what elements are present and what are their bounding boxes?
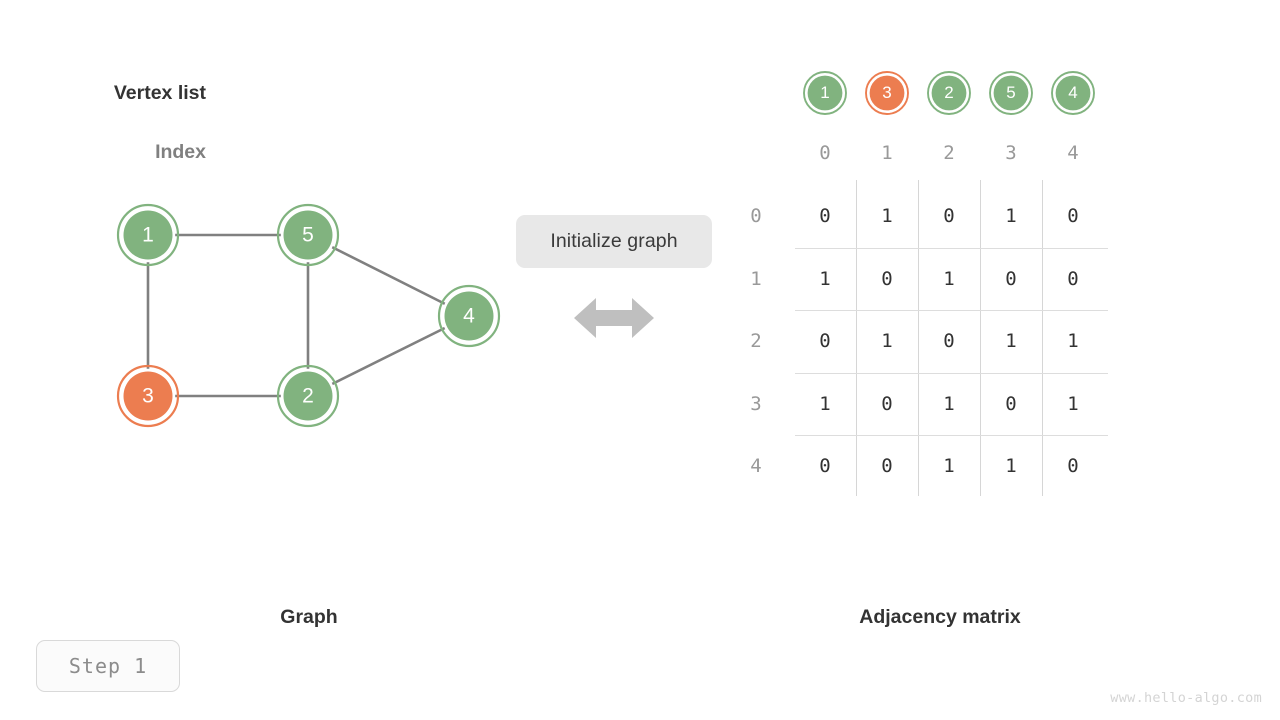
double-arrow-icon: [516, 295, 712, 341]
matrix-cell: 0: [881, 393, 893, 415]
matrix-cell: 1: [943, 455, 955, 477]
matrix-grid-hline: [795, 435, 1108, 436]
matrix-cell: 1: [1005, 205, 1017, 227]
matrix-grid-hline: [795, 372, 1108, 374]
graph-node: [276, 203, 340, 267]
row-index: 1: [750, 268, 762, 290]
matrix-cell: 1: [1067, 393, 1079, 415]
matrix-cell: 0: [881, 455, 893, 477]
row-index: 0: [750, 205, 762, 227]
vertex-list-item: [1051, 71, 1095, 115]
vertex-list-label: Vertex list: [113, 82, 206, 104]
row-index: 4: [750, 455, 762, 477]
matrix-cell: 1: [1067, 330, 1079, 352]
matrix-cell: 0: [943, 205, 955, 227]
matrix-cell: 0: [819, 455, 831, 477]
matrix-cell: 0: [1067, 455, 1079, 477]
matrix-cell: 0: [819, 330, 831, 352]
matrix-cell: 1: [943, 268, 955, 290]
step-indicator: Step 1: [36, 640, 180, 692]
transform-indicator: Initialize graph: [516, 215, 712, 341]
matrix-cell: 0: [1005, 393, 1017, 415]
matrix-cell: 1: [1005, 455, 1017, 477]
graph-node: [437, 284, 501, 348]
matrix-cell: 1: [819, 393, 831, 415]
graph-svg: [116, 203, 501, 428]
matrix-grid-vline: [1042, 180, 1043, 496]
matrix-grid-vline: [980, 180, 981, 496]
matrix-cell: 1: [881, 330, 893, 352]
column-index: 0: [819, 142, 831, 164]
matrix-grid-vline: [856, 180, 857, 496]
column-index: 3: [1005, 142, 1017, 164]
adjacency-matrix-caption: Adjacency matrix: [859, 606, 1021, 628]
matrix-cell: 0: [881, 268, 893, 290]
matrix-cell: 0: [819, 205, 831, 227]
vertex-list-item: [803, 71, 847, 115]
matrix-cell: 0: [1067, 205, 1079, 227]
column-index: 1: [881, 142, 893, 164]
matrix-grid-hline: [795, 310, 1108, 311]
matrix-cell: 0: [1067, 268, 1079, 290]
matrix-grid-vline: [918, 180, 919, 496]
matrix-cell: 1: [1005, 330, 1017, 352]
graph-caption: Graph: [280, 606, 338, 628]
column-index: 2: [943, 142, 955, 164]
row-index: 3: [750, 393, 762, 415]
graph-node: [116, 364, 180, 428]
graph-node-layer: [116, 203, 501, 428]
matrix-cell: 0: [943, 330, 955, 352]
matrix-cell: 1: [819, 268, 831, 290]
vertex-list-item: [865, 71, 909, 115]
index-label: Index: [155, 141, 206, 163]
graph-node: [116, 203, 180, 267]
vertex-list-item: [989, 71, 1033, 115]
matrix-cell: 1: [943, 393, 955, 415]
vertex-list-item: [927, 71, 971, 115]
column-index: 4: [1067, 142, 1079, 164]
matrix-grid-hline: [795, 247, 1108, 249]
watermark: www.hello-algo.com: [1110, 690, 1262, 706]
matrix-cell: 0: [1005, 268, 1017, 290]
matrix-cell: 1: [881, 205, 893, 227]
row-index: 2: [750, 330, 762, 352]
initialize-graph-label: Initialize graph: [516, 215, 712, 268]
graph-node: [276, 364, 340, 428]
